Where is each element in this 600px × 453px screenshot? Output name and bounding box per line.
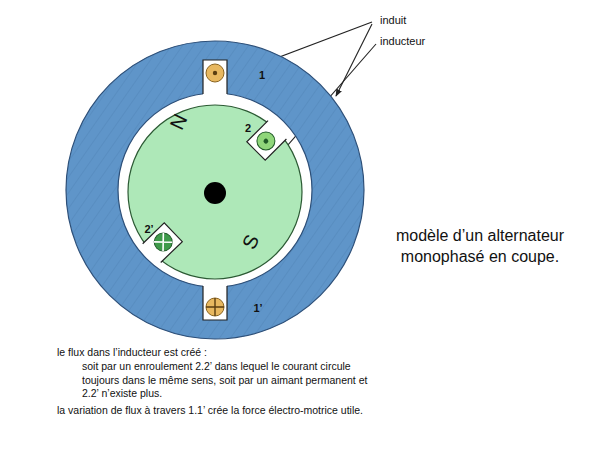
stator-slot — [203, 280, 227, 320]
figure-title: modèle d’un alternateur monophasé en cou… — [395, 226, 565, 268]
stator-hatching — [66, 41, 364, 339]
slot-outline — [203, 60, 227, 94]
callout-number: 1’ — [253, 302, 262, 314]
leader-line — [336, 24, 372, 96]
slot-outline — [247, 121, 287, 161]
stator-slot — [203, 60, 227, 100]
slot-outline — [203, 286, 227, 320]
current-dot — [213, 71, 217, 75]
note: la variation de flux à travers 1.1’ crée… — [57, 404, 417, 418]
shaft — [204, 182, 226, 204]
current-cross — [206, 298, 224, 316]
callout-number: 2 — [245, 122, 251, 134]
note: soit par un enroulement 2.2’ dans lequel… — [82, 360, 382, 401]
part-name: inducteur — [380, 34, 480, 48]
callout-number: 2’ — [144, 223, 153, 235]
current-dot — [263, 138, 270, 145]
rotor-disk — [128, 105, 302, 279]
current-cross — [154, 233, 172, 251]
rotor-slot — [140, 223, 183, 265]
part-name: induit — [380, 13, 480, 27]
rotor-disk: N22’S — [127, 104, 303, 280]
note: le flux dans l’inducteur est créé : — [57, 346, 397, 360]
stator-ring — [66, 41, 364, 339]
slot-outline — [143, 223, 183, 263]
callout-number: 1 — [259, 69, 265, 81]
rotor-disk-outline — [127, 104, 303, 280]
conductor — [206, 64, 224, 82]
conductor — [253, 128, 278, 153]
conductor — [206, 298, 224, 316]
rotor-slot — [247, 118, 289, 160]
conductor — [150, 229, 175, 254]
